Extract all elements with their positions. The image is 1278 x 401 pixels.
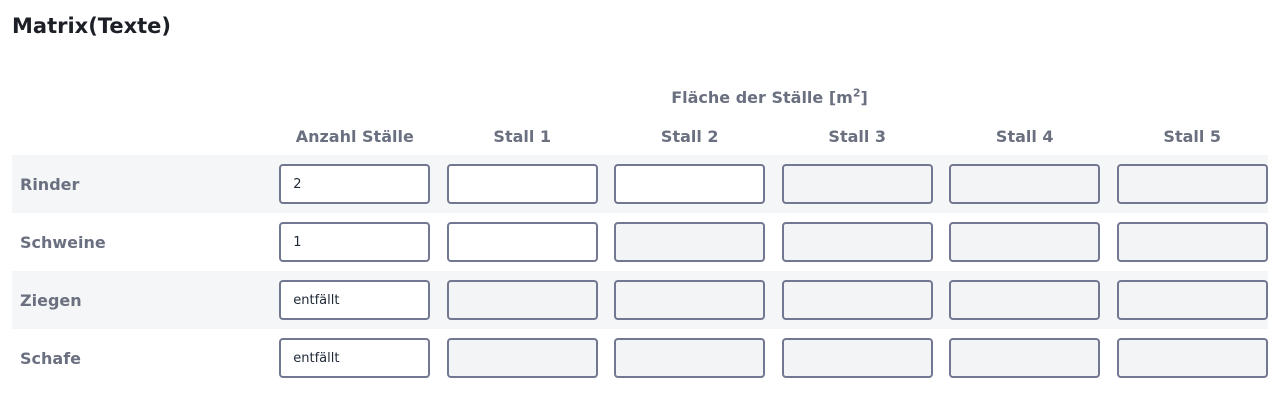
schweine-stall-4-input: [949, 222, 1101, 262]
rinder-anzahl-input[interactable]: [279, 164, 431, 204]
row-label: Schafe: [20, 348, 82, 368]
ziegen-anzahl-input[interactable]: [279, 280, 431, 320]
schafe-stall-4-input: [949, 338, 1101, 378]
schafe-stall-1-input: [446, 338, 598, 378]
schafe-stall-3-input: [781, 338, 933, 378]
rinder-stall-3-input: [781, 164, 933, 204]
group-header: Fläche der Ställe [m2]: [271, 88, 1268, 107]
column-header-stall-4: Stall 4: [995, 127, 1054, 146]
group-header-superscript: 2: [852, 86, 861, 100]
rinder-stall-2-input[interactable]: [614, 164, 766, 204]
column-header-stall-5: Stall 5: [1163, 127, 1222, 146]
row-label: Rinder: [20, 174, 80, 194]
group-header-close: ]: [860, 88, 868, 107]
table-row-ziegen: Ziegen: [12, 271, 1268, 329]
page-title: Matrix(Texte): [12, 14, 172, 38]
rinder-stall-5-input: [1116, 164, 1268, 204]
column-header-anzahl: Anzahl Ställe: [295, 127, 414, 146]
schafe-stall-5-input: [1116, 338, 1268, 378]
schafe-stall-2-input: [614, 338, 766, 378]
group-header-text: Fläche der Ställe [m: [671, 88, 853, 107]
group-header-row: Fläche der Ställe [m2]: [12, 82, 1268, 118]
table-row-rinder: Rinder: [12, 155, 1268, 213]
rinder-stall-4-input: [949, 164, 1101, 204]
matrix-table: Fläche der Ställe [m2] Anzahl Ställe Sta…: [12, 82, 1268, 387]
ziegen-stall-1-input: [446, 280, 598, 320]
schafe-anzahl-input[interactable]: [279, 338, 431, 378]
column-header-stall-3: Stall 3: [828, 127, 887, 146]
schweine-stall-1-input[interactable]: [446, 222, 598, 262]
column-header-stall-1: Stall 1: [493, 127, 552, 146]
ziegen-stall-2-input: [614, 280, 766, 320]
column-header-row: Anzahl Ställe Stall 1 Stall 2 Stall 3 St…: [12, 118, 1268, 155]
schweine-stall-2-input: [614, 222, 766, 262]
row-label: Ziegen: [20, 290, 82, 310]
ziegen-stall-5-input: [1116, 280, 1268, 320]
table-row-schafe: Schafe: [12, 329, 1268, 387]
row-label: Schweine: [20, 232, 106, 252]
schweine-stall-5-input: [1116, 222, 1268, 262]
ziegen-stall-3-input: [781, 280, 933, 320]
column-header-stall-2: Stall 2: [660, 127, 719, 146]
table-row-schweine: Schweine: [12, 213, 1268, 271]
schweine-anzahl-input[interactable]: [279, 222, 431, 262]
rinder-stall-1-input[interactable]: [446, 164, 598, 204]
schweine-stall-3-input: [781, 222, 933, 262]
ziegen-stall-4-input: [949, 280, 1101, 320]
